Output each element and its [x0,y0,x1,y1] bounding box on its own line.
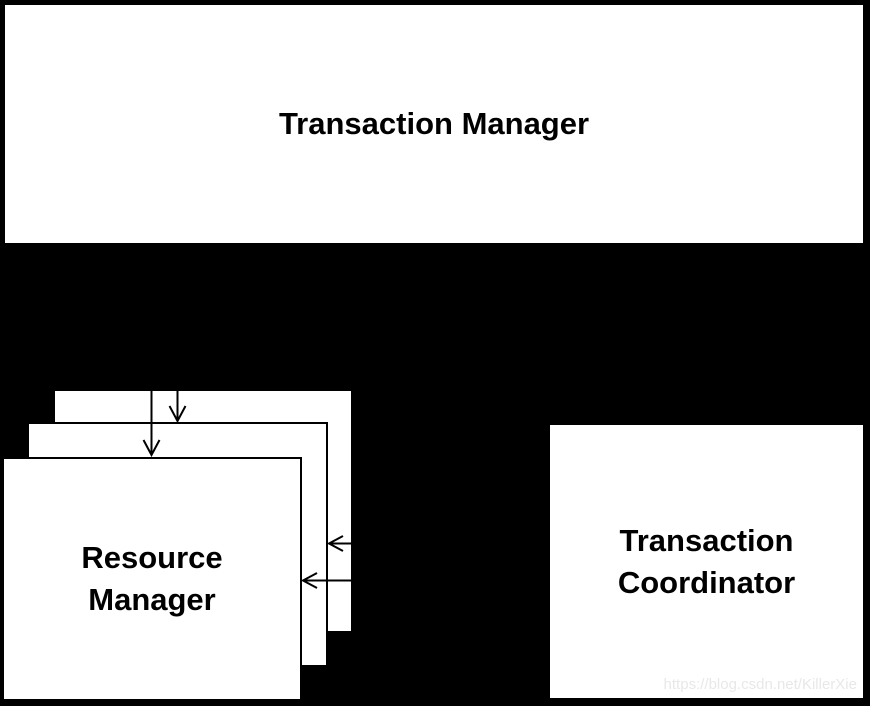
transaction-coordinator-label-line1: Transaction [619,522,794,558]
resource-manager-label-line2: Manager [88,582,216,617]
node-transaction-manager: Transaction Manager [3,3,865,245]
transaction-coordinator-label: Transaction Coordinator [618,520,795,604]
node-resource-manager: Resource Manager [2,457,302,701]
node-transaction-coordinator: Transaction Coordinator https://blog.csd… [548,423,865,700]
transaction-coordinator-label-line2: Coordinator [617,564,796,600]
resource-manager-label: Resource Manager [81,537,222,621]
watermark-text: https://blog.csdn.net/KillerXie [663,676,857,693]
transaction-manager-label: Transaction Manager [278,106,590,141]
resource-manager-label-line1: Resource [81,540,223,575]
